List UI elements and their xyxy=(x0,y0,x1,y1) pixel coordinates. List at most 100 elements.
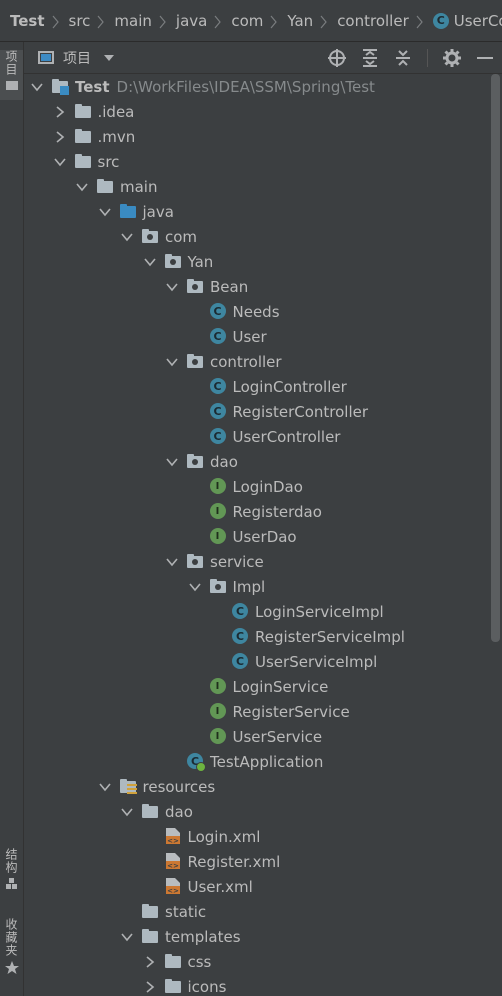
favorites-tool-tab[interactable]: 收藏夹 xyxy=(0,918,23,980)
tree-item[interactable]: C LoginServiceImpl xyxy=(24,599,489,624)
tree-item[interactable]: dao xyxy=(24,799,489,824)
tree-item[interactable]: com xyxy=(24,224,489,249)
chevron-right-icon[interactable] xyxy=(144,980,156,993)
tree-item[interactable]: templates xyxy=(24,924,489,949)
tree-item[interactable]: css xyxy=(24,949,489,974)
tree-item-label: LoginServiceImpl xyxy=(255,602,384,621)
tree-item-label: dao xyxy=(165,802,193,821)
xml-file-icon: <> xyxy=(165,878,182,895)
chevron-down-icon[interactable] xyxy=(166,556,178,568)
tree-item[interactable]: <>User.xml xyxy=(24,874,489,899)
tree-item[interactable]: resources xyxy=(24,774,489,799)
tree-item[interactable]: icons xyxy=(24,974,489,996)
tree-item-label: UserDao xyxy=(232,527,297,546)
tree-item[interactable]: controller xyxy=(24,349,489,374)
svg-text:<>: <> xyxy=(167,837,179,844)
breadcrumb-item[interactable]: java xyxy=(176,12,207,30)
breadcrumb-item[interactable]: Yan xyxy=(287,12,313,30)
tree-item-label: LoginService xyxy=(232,677,329,696)
breadcrumb-label: java xyxy=(175,11,208,30)
tree-item[interactable]: Yan xyxy=(24,249,489,274)
view-selector[interactable]: 项目 xyxy=(38,48,114,68)
class-icon: C xyxy=(232,603,249,620)
breadcrumb-separator-icon xyxy=(97,14,105,28)
interface-icon: I xyxy=(209,703,227,720)
breadcrumb-item[interactable]: controller xyxy=(337,12,409,30)
module-folder-icon xyxy=(52,78,69,95)
chevron-down-icon[interactable] xyxy=(166,356,178,368)
settings-icon[interactable] xyxy=(443,49,461,67)
chevron-down-icon[interactable] xyxy=(76,181,88,193)
chevron-down-icon[interactable] xyxy=(98,781,111,793)
class-icon: C xyxy=(432,12,449,29)
chevron-down-icon[interactable] xyxy=(98,206,111,218)
chevron-down-icon[interactable] xyxy=(166,456,178,468)
expand-all-icon[interactable] xyxy=(361,49,379,67)
tree-item[interactable]: main xyxy=(24,174,489,199)
chevron-down-icon[interactable] xyxy=(188,581,201,593)
breadcrumb-item[interactable]: Test xyxy=(10,12,45,30)
tree-item[interactable]: src xyxy=(24,149,489,174)
breadcrumb-item[interactable]: com xyxy=(231,12,263,30)
chevron-right-icon[interactable] xyxy=(54,130,66,143)
structure-icon xyxy=(5,878,17,889)
tree-item[interactable]: <>Login.xml xyxy=(24,824,489,849)
tree-item[interactable]: Bean xyxy=(24,274,489,299)
breadcrumb-item[interactable]: main xyxy=(114,12,151,30)
collapse-all-icon[interactable] xyxy=(394,49,412,67)
structure-tool-tab[interactable]: 结构 xyxy=(0,848,23,900)
tree-item[interactable]: Impl xyxy=(24,574,489,599)
chevron-down-icon[interactable] xyxy=(53,156,66,168)
package-icon xyxy=(187,553,204,570)
breadcrumb-item[interactable]: src xyxy=(69,12,91,30)
tree-item-label: UserController xyxy=(232,427,341,446)
folder-icon xyxy=(142,803,159,820)
locate-icon[interactable] xyxy=(328,49,346,67)
chevron-down-icon[interactable] xyxy=(31,81,43,93)
folder-icon xyxy=(74,128,92,145)
tree-item-label: TestApplication xyxy=(210,752,324,771)
class-icon: C xyxy=(209,328,227,345)
project-tool-tab[interactable]: 项目 xyxy=(0,50,23,100)
minimize-icon[interactable] xyxy=(476,49,494,67)
spring-boot-class-icon: C xyxy=(187,753,206,772)
tree-item[interactable]: dao xyxy=(24,449,489,474)
tree-item-label: icons xyxy=(187,977,227,996)
chevron-down-icon[interactable] xyxy=(121,806,133,818)
tree-item[interactable]: service xyxy=(24,549,489,574)
source-folder-icon xyxy=(119,203,137,220)
vertical-scrollbar[interactable] xyxy=(491,74,500,642)
chevron-right-icon[interactable] xyxy=(144,955,156,968)
tree-item[interactable]: java xyxy=(24,199,489,224)
tree-item[interactable]: static xyxy=(24,899,489,924)
chevron-down-icon[interactable] xyxy=(121,931,133,943)
tree-item-label: css xyxy=(187,952,212,971)
tree-item[interactable]: .mvn xyxy=(24,124,489,149)
breadcrumb-label: UserController xyxy=(453,11,502,30)
tree-item[interactable]: .idea xyxy=(24,99,489,124)
chevron-right-icon[interactable] xyxy=(54,105,66,118)
tree-item-label: resources xyxy=(142,777,216,796)
chevron-down-icon[interactable] xyxy=(121,231,133,243)
chevron-down-icon[interactable] xyxy=(143,256,156,268)
chevron-down-icon[interactable] xyxy=(166,281,178,293)
structure-tool-tab-label: 结构 xyxy=(4,848,18,874)
star-icon xyxy=(4,961,19,974)
tree-item[interactable]: <>Register.xml xyxy=(24,849,489,874)
